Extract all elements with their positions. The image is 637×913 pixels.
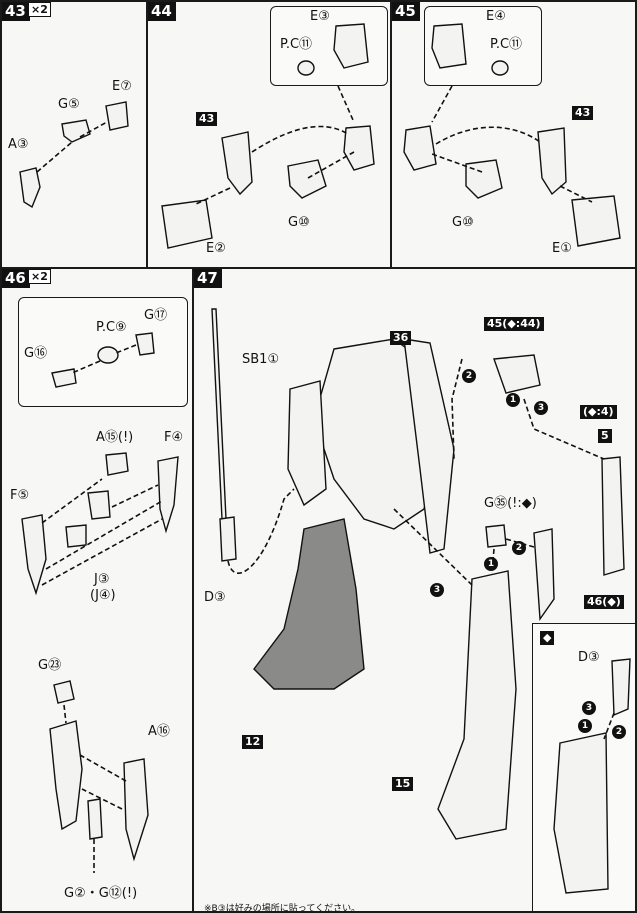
step-44-drawing xyxy=(161,23,375,249)
step-46-panel: 46 ×2 P.C⑨ G⑰ G⑯ A⑮(!) F④ F⑤ J③ (J④) G㉓ … xyxy=(0,267,194,913)
step-43-drawing xyxy=(19,101,129,209)
label-pc11: P.C⑪ xyxy=(490,37,523,52)
step-circle-1: 1 xyxy=(484,557,498,571)
multiplier-badge: ×2 xyxy=(28,2,51,17)
step-number: 44 xyxy=(148,2,176,21)
label-e4: E④ xyxy=(486,9,506,24)
multiplier-badge: ×2 xyxy=(28,269,51,284)
label-e3: E③ xyxy=(310,9,330,24)
ref-step-36: 36 xyxy=(390,331,412,345)
ref-step-12: 12 xyxy=(242,735,264,749)
step-44-panel: 44 E③ P.C⑪ 43 G⑩ E② xyxy=(146,0,392,269)
step-45-drawing xyxy=(403,23,621,247)
label-g5: G⑤ xyxy=(58,97,80,112)
label-a16: A⑯ xyxy=(148,724,170,739)
step-43-panel: 43 ×2 A③ G⑤ E⑦ xyxy=(0,0,148,269)
ref-step-43: 43 xyxy=(196,112,218,126)
step-circle-3: 3 xyxy=(534,401,548,415)
label-g23: G㉓ xyxy=(38,658,62,673)
step-number: 45 xyxy=(392,2,420,21)
label-g35: G㉟(!:◆) xyxy=(484,496,537,511)
step-circle-1: 1 xyxy=(506,393,520,407)
footnote: ※B③は好みの場所に貼ってください。 xyxy=(204,904,361,913)
step-45-panel: 45 E④ P.C⑪ 43 G⑩ E① xyxy=(390,0,637,269)
step-circle-3: 3 xyxy=(430,583,444,597)
label-j4: (J④) xyxy=(90,588,116,603)
step-circle-2: 2 xyxy=(462,369,476,383)
label-g17: G⑰ xyxy=(144,308,168,323)
label-f5: F⑤ xyxy=(10,488,30,503)
label-pc9: P.C⑨ xyxy=(96,320,127,335)
label-sb1: SB1① xyxy=(242,352,280,367)
label-d3: D③ xyxy=(204,590,226,605)
step-47-panel: 47 SB1① D③ 36 45(◆:44) (◆:4) 5 G㉟(!:◆) 4… xyxy=(192,267,637,913)
step-circle-3: 3 xyxy=(582,701,596,715)
label-e2: E② xyxy=(206,241,226,256)
ref-step-43: 43 xyxy=(572,106,594,120)
step-number: 47 xyxy=(194,269,222,288)
step-number: 43 xyxy=(2,2,30,21)
step-number: 46 xyxy=(2,269,30,288)
diamond-symbol: ◆ xyxy=(540,631,555,645)
label-j3: J③ xyxy=(94,572,110,587)
detail-inset xyxy=(270,6,388,86)
ref-step-45: 45(◆:44) xyxy=(484,317,544,331)
step-46-drawing xyxy=(21,332,179,873)
label-e7: E⑦ xyxy=(112,79,132,94)
label-pc11: P.C⑪ xyxy=(280,37,313,52)
label-e1: E① xyxy=(552,241,572,256)
ref-step-4: (◆:4) xyxy=(580,405,617,419)
step-circle-2: 2 xyxy=(512,541,526,555)
label-a15: A⑮(!) xyxy=(96,430,134,445)
ref-step-46: 46(◆) xyxy=(584,595,624,609)
step-47-drawing xyxy=(211,308,631,894)
label-d3-detail: D③ xyxy=(578,650,600,665)
label-g10: G⑩ xyxy=(452,215,474,230)
label-g16: G⑯ xyxy=(24,346,48,361)
label-f4: F④ xyxy=(164,430,184,445)
ref-step-5: 5 xyxy=(598,429,612,443)
label-g2-g12: G②・G⑫(!) xyxy=(64,886,138,901)
step-circle-1: 1 xyxy=(578,719,592,733)
ref-step-15: 15 xyxy=(392,777,414,791)
label-a3: A③ xyxy=(8,137,29,152)
step-circle-2: 2 xyxy=(612,725,626,739)
label-g10: G⑩ xyxy=(288,215,310,230)
